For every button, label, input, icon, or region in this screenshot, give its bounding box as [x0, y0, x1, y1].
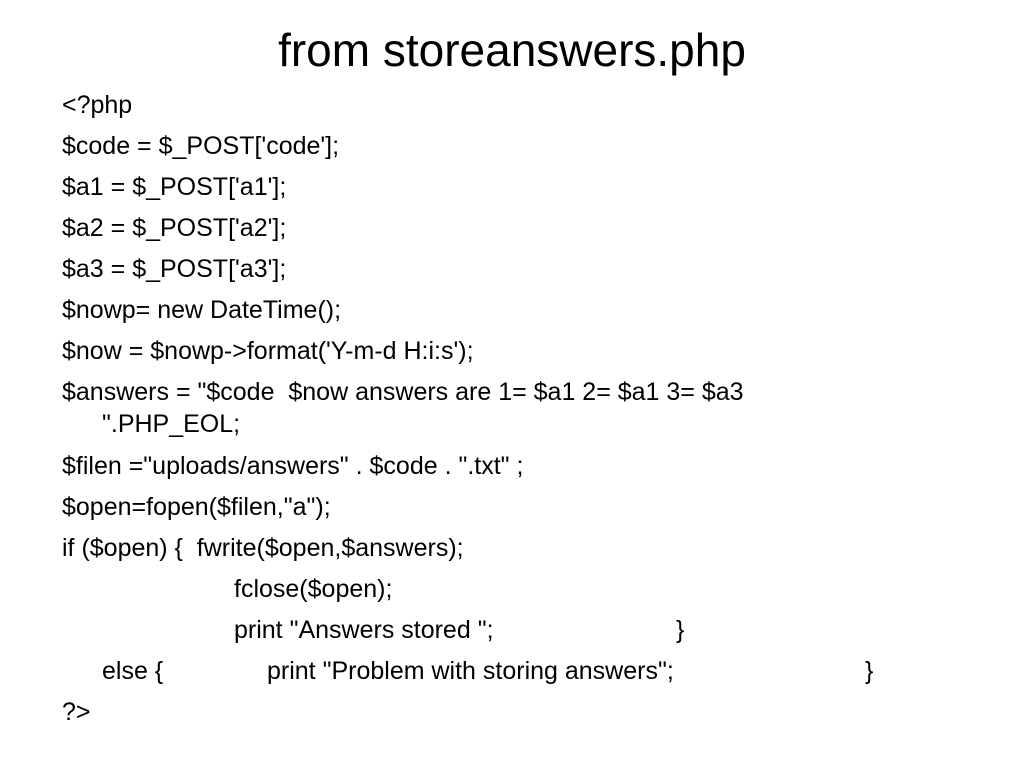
code-line-else: else { — [102, 657, 164, 685]
code-line: ?> — [62, 698, 91, 726]
code-line: $a2 = $_POST['a2']; — [62, 214, 287, 242]
closing-brace: } — [865, 657, 874, 685]
code-line: if ($open) { fwrite($open,$answers); — [62, 534, 464, 562]
code-line: $a1 = $_POST['a1']; — [62, 173, 287, 201]
closing-brace: } — [676, 616, 685, 644]
code-line-continuation: ".PHP_EOL; — [102, 410, 241, 438]
code-line-else-body: print "Problem with storing answers"; — [267, 657, 674, 685]
slide-title: from storeanswers.php — [278, 24, 746, 76]
code-line: $answers = "$code $now answers are 1= $a… — [62, 378, 744, 406]
code-line: $code = $_POST['code']; — [62, 132, 340, 160]
code-line: <?php — [62, 91, 133, 119]
code-line: $filen ="uploads/answers" . $code . ".tx… — [62, 452, 524, 480]
code-line: $now = $nowp->format('Y-m-d H:i:s'); — [62, 337, 474, 365]
code-line: $nowp= new DateTime(); — [62, 296, 342, 324]
code-line: $open=fopen($filen,"a"); — [62, 493, 331, 521]
code-line-indented: fclose($open); — [234, 575, 393, 603]
code-line: $a3 = $_POST['a3']; — [62, 255, 287, 283]
code-line-indented: print "Answers stored "; — [234, 616, 494, 644]
